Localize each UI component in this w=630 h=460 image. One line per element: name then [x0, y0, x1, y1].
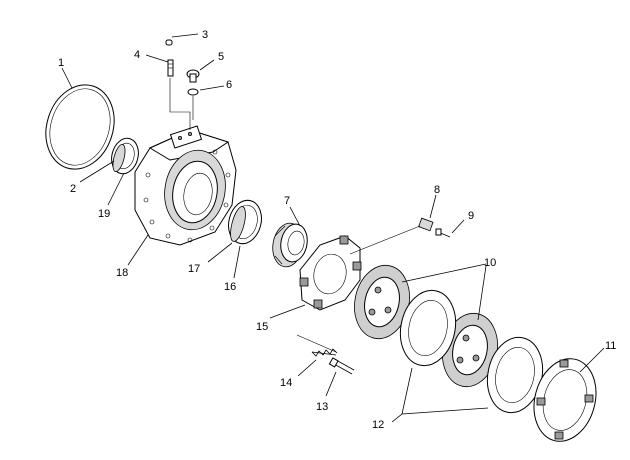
part-2-bearing-ring [111, 137, 139, 175]
callout-6: 6 [226, 79, 232, 91]
part-4-stud [167, 59, 174, 77]
callout-4: 4 [134, 49, 140, 61]
part-7-piston [272, 222, 308, 268]
part-1-o-ring [45, 84, 115, 170]
part-15-pressure-plate [299, 235, 362, 311]
part-12-steel-disc-a [399, 289, 457, 367]
callout-9: 9 [468, 210, 474, 222]
part-6-washer [187, 88, 199, 96]
leader-lines [61, 33, 605, 423]
part-16-ring [228, 199, 262, 245]
callout-8: 8 [434, 184, 440, 196]
callout-18: 18 [116, 267, 128, 279]
callout-10: 10 [484, 257, 496, 269]
part-5-plug [186, 69, 200, 83]
part-9-screw [435, 228, 451, 238]
callout-labels: 1 2 3 4 5 6 7 8 9 10 11 12 13 14 15 16 1… [58, 29, 616, 431]
callout-14: 14 [280, 377, 292, 389]
part-12-steel-disc-b [486, 336, 544, 414]
callout-19: 19 [98, 208, 110, 220]
part-18-housing [134, 125, 237, 246]
callout-5: 5 [218, 51, 224, 63]
callout-1: 1 [58, 57, 64, 69]
part-11-end-plate [533, 358, 597, 442]
callout-13: 13 [316, 401, 328, 413]
part-8-plug [418, 217, 434, 232]
callout-15: 15 [256, 321, 268, 333]
callout-11: 11 [605, 340, 616, 352]
part-3-small-pin [165, 39, 173, 46]
assembly-guides [169, 78, 421, 353]
part-14-spring [311, 348, 338, 357]
callout-17: 17 [188, 263, 200, 275]
part-10-friction-disc-b [442, 312, 498, 388]
callout-2: 2 [70, 183, 76, 195]
callout-7: 7 [284, 195, 290, 207]
callout-12: 12 [372, 419, 384, 431]
callout-16: 16 [224, 281, 236, 293]
part-13-pin [328, 357, 355, 375]
callout-3: 3 [202, 29, 208, 41]
part-10-friction-disc-a [354, 264, 410, 340]
